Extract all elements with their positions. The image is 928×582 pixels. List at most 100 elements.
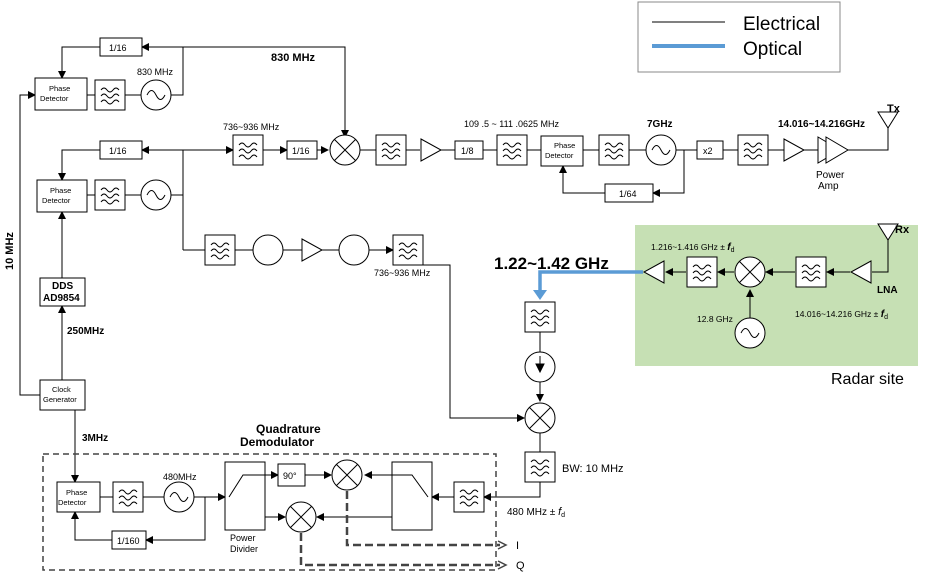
isolator-icon [252,234,284,266]
bandpass-filter-icon [686,256,718,288]
phase-detector-3-label-1: Phase [554,141,575,150]
antenna-icon [877,223,899,241]
ref-10mhz-label: 10 MHz [4,232,16,270]
bw-label: BW: 10 MHz [562,463,624,475]
bandpass-filter-icon [453,481,485,513]
bandpass-filter-icon [232,134,264,166]
rx-label: Rx [895,224,910,236]
div-16-label-2: 1/16 [109,146,127,156]
power-divider-label-2: Divider [230,544,258,554]
freq-3mhz-label: 3MHz [82,433,108,444]
tx-label: Tx [887,103,901,115]
x2-label: x2 [703,146,713,156]
bandpass-filter-icon [375,134,407,166]
radar-site-region [635,225,918,366]
quadrature-label-2: Demodulator [240,435,314,449]
optical-link [538,270,643,292]
bandpass-filter-icon [598,134,630,166]
antenna-icon [877,111,899,129]
bandpass-filter-icon [204,234,236,266]
legend-optical-label: Optical [743,39,802,60]
freq-250-label: 250MHz [67,326,104,337]
phase-detector-2-label-2: Detector [42,196,71,205]
multiplier-x2 [696,140,724,160]
legend: Electrical Optical [637,1,841,73]
labels: 830 MHz 830 MHz 736~936 MHz 109 .5 ~ 111… [4,43,910,572]
phase-detector-1-label-2: Detector [40,94,69,103]
q-output-line [299,533,500,567]
power-divider-right [391,461,433,531]
clock-label-1: Clock [52,385,71,394]
phase-detector-3-label-2: Detector [545,151,574,160]
freq-480fd-label: 480 MHz ± fd [507,506,565,519]
mixer-icon [329,134,361,166]
div-16-label-3: 1/16 [292,146,310,156]
wires [19,43,889,544]
bandpass-filter-icon [112,481,144,513]
divider-16-mid [286,140,318,160]
quadrature-demodulator-box [42,453,497,571]
div-16-label-1: 1/16 [109,43,127,53]
quadrature-label-1: Quadrature [256,422,321,436]
optical-link-arrow [533,290,547,300]
amplifier-icon [783,138,805,162]
mixer-icon [734,256,766,288]
freq-830-osc-label: 830 MHz [137,67,174,77]
bandpass-filter-icon [496,134,528,166]
oscillator-icon [163,481,195,513]
freq-830-label: 830 MHz [271,52,316,64]
lna-label: LNA [877,285,898,296]
mixer-icon [524,402,556,434]
freq-109-label: 109 .5 ~ 111 .0625 MHz [464,119,559,129]
phase-detector-4-label-2: Detector [58,498,87,507]
oscillator-icon [140,79,172,111]
phase-detector-3 [540,135,584,167]
phase-detector-2 [36,179,88,213]
phase-detector-2-label-1: Phase [50,186,71,195]
bandpass-filter-icon [524,301,556,333]
bandpass-filter-icon [94,179,126,211]
div-160-label: 1/160 [117,536,140,546]
power-amp-label-2: Amp [818,181,839,192]
clock-label-2: Generator [43,395,77,404]
freq-480-label: 480MHz [163,472,197,482]
oscillator-icon [140,179,172,211]
oscillator-icon [734,317,766,349]
dds-label-1: DDS [52,281,73,292]
isolator-icon [338,234,370,266]
legend-electrical-label: Electrical [743,14,820,35]
bandpass-filter-icon [524,451,556,483]
i-output-line [345,491,500,547]
amplifier-icon [420,138,442,162]
clock-generator [39,379,86,411]
freq-12-8-label: 12.8 GHz [697,314,733,324]
freq-736-label: 736~936 MHz [223,122,280,132]
div-64-label: 1/64 [619,189,637,199]
divider-64 [604,183,654,203]
freq-1216-label: 1.216~1.416 GHz ± fd [651,242,735,254]
mixer-icon [285,501,317,533]
bandpass-filter-icon [392,234,424,266]
phase-detector-4-label-1: Phase [66,488,87,497]
power-amp-label-1: Power [816,170,845,181]
freq-tx-label: 14.016~14.216GHz [778,119,865,130]
divider-8 [454,140,484,160]
power-divider-label-1: Power [230,533,256,543]
bandpass-filter-icon [795,256,827,288]
freq-736b-label: 736~936 MHz [374,268,431,278]
phase-detector-4 [56,481,101,513]
dds-label-2: AD9854 [43,293,80,304]
divider-160 [111,530,147,550]
phase-90-label: 90° [283,471,297,481]
output-i-label: I [516,540,519,552]
power-divider-left [224,461,266,531]
dds-ad9854 [39,277,86,307]
phase-shifter-90 [277,463,306,487]
freq-7ghz-label: 7GHz [647,119,673,130]
div-8-label: 1/8 [461,146,474,156]
oscillator-icon [645,134,677,166]
bandpass-filter-icon [737,134,769,166]
phase-detector-1-label-1: Phase [49,84,70,93]
